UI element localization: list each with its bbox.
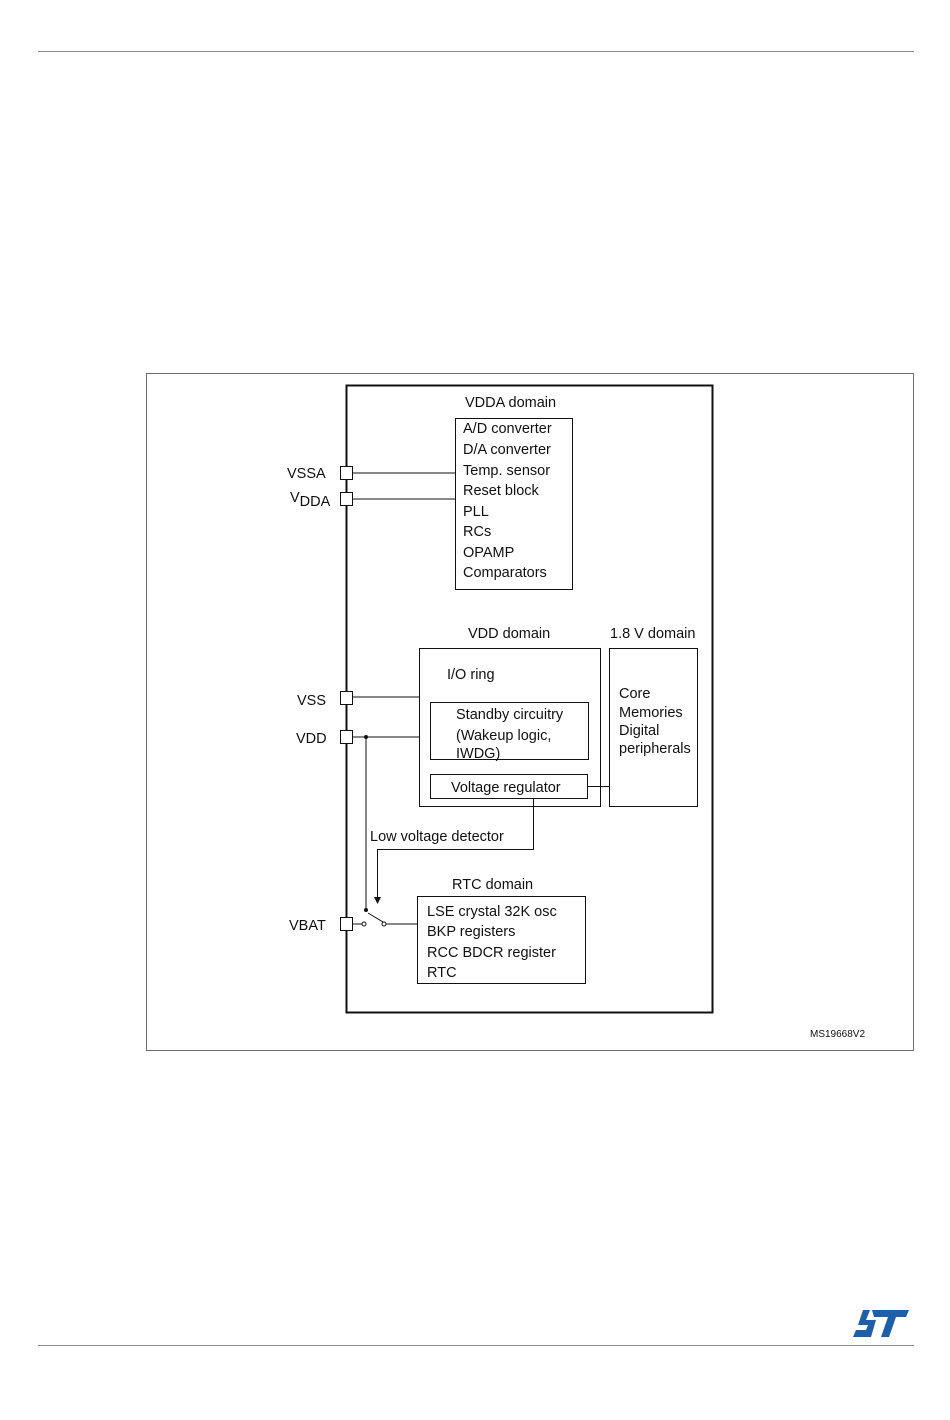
pin-label-vbat: VBAT (289, 918, 326, 934)
core-domain-box (609, 648, 698, 807)
vdda-item: OPAMP (463, 545, 514, 561)
pin-label-vdd: VDD (296, 731, 327, 747)
standby-line: Standby circuitry (456, 707, 564, 723)
io-ring-label: I/O ring (447, 667, 495, 683)
vdda-domain-box (455, 418, 573, 590)
rtc-item: RCC BDCR register (427, 945, 556, 961)
rtc-item: BKP registers (427, 924, 515, 940)
pin-vssa (340, 466, 353, 480)
pin-label-vssa: VSSA (287, 466, 326, 482)
vdd-domain-title: VDD domain (468, 626, 550, 642)
pin-vbat (340, 917, 353, 931)
vdda-item: Reset block (463, 483, 540, 499)
pin-vdda (340, 492, 353, 506)
core-item: Memories (619, 705, 683, 721)
footer-rule (38, 1345, 914, 1346)
vdda-item: A/D converter (463, 421, 552, 437)
lvd-arrow-icon (374, 897, 381, 904)
st-logo-icon (853, 1310, 909, 1337)
vdda-item: PLL (463, 504, 489, 520)
switch-blade (367, 912, 384, 923)
lvd-label: Low voltage detector (370, 829, 504, 845)
pin-label-vss: VSS (297, 693, 326, 709)
standby-box (430, 702, 589, 760)
switch-contact-vbat (361, 921, 367, 927)
core-item: Digital (619, 723, 659, 739)
standby-line: (Wakeup logic, (456, 728, 551, 744)
core-domain-title: 1.8 V domain (610, 626, 695, 642)
vdda-domain-title: VDDA domain (465, 395, 556, 411)
vdda-item: Temp. sensor (463, 463, 550, 479)
figure-reference: MS19668V2 (810, 1029, 865, 1040)
pin-vss (340, 691, 353, 705)
rtc-item: RTC (427, 965, 457, 981)
rtc-domain-title: RTC domain (452, 877, 533, 893)
header-rule (38, 51, 914, 52)
wire-lvd (377, 798, 534, 898)
pin-vdd (340, 730, 353, 744)
vdd-domain-box (419, 648, 601, 807)
standby-line: IWDG) (456, 746, 500, 762)
vdda-item: Comparators (463, 565, 547, 581)
pin-label-vdda: VDDA (290, 490, 331, 510)
vdda-item: RCs (463, 524, 491, 540)
figure-frame (146, 373, 914, 1051)
core-item: Core (619, 686, 650, 702)
rtc-domain-box (417, 896, 586, 984)
core-item: peripherals (619, 741, 691, 757)
switch-contact-vdd (364, 908, 368, 912)
switch-pivot (381, 921, 387, 927)
vdda-item: D/A converter (463, 442, 551, 458)
regulator-label: Voltage regulator (451, 780, 561, 796)
rtc-item: LSE crystal 32K osc (427, 904, 557, 920)
